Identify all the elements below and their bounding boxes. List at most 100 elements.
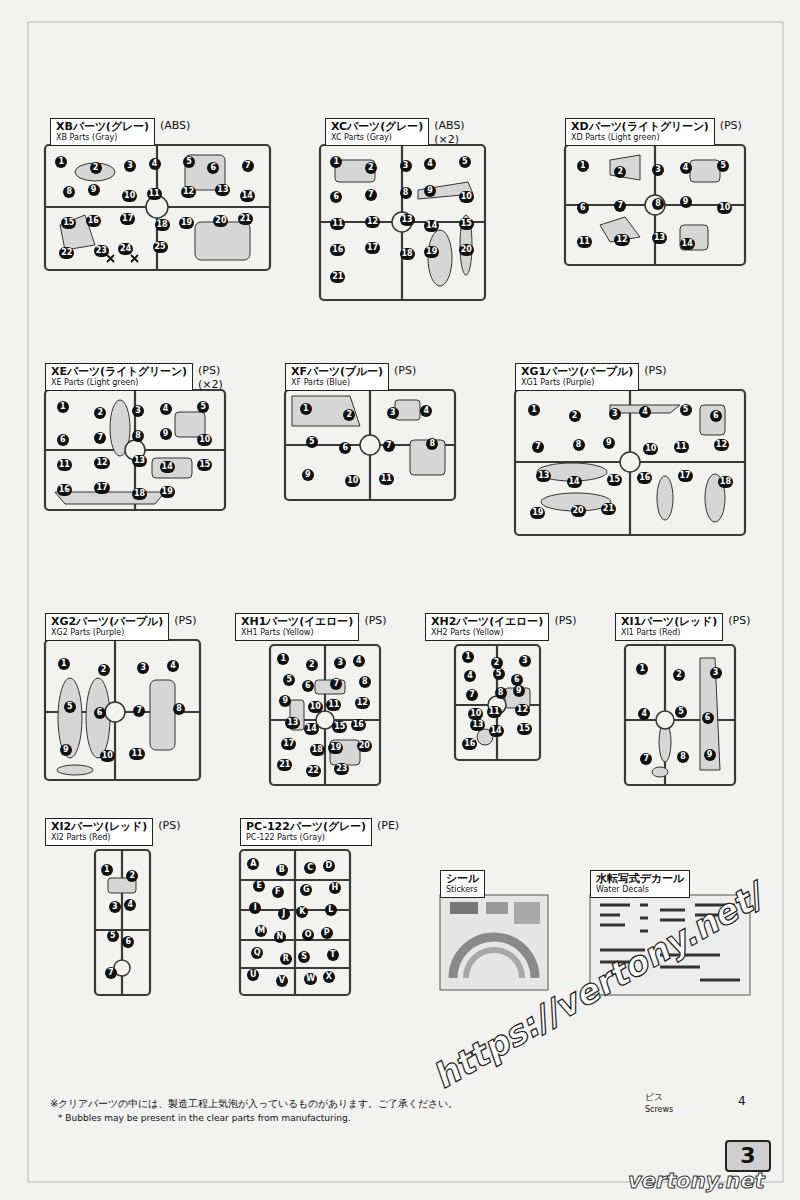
heading-english: XF Parts (Blue)	[291, 378, 383, 388]
part-letter: F	[272, 886, 284, 898]
part-number: 8	[677, 751, 689, 763]
part-number: 15	[332, 721, 347, 733]
part-number: 6	[94, 707, 106, 719]
runner-bar	[45, 640, 200, 780]
part-number: 5	[459, 156, 471, 168]
part-number: 7	[614, 200, 626, 212]
part-number: 5	[107, 930, 119, 942]
runner-tag	[656, 711, 674, 729]
part-number: 6	[511, 674, 523, 686]
part-number: 3	[400, 160, 412, 172]
part-shape	[195, 222, 250, 260]
part-number: 22	[306, 765, 321, 777]
part-number: 6	[710, 410, 722, 422]
part-number: 1	[462, 651, 474, 663]
part-number: 9	[513, 685, 525, 697]
part-number: 12	[515, 704, 530, 716]
part-number: 1	[636, 663, 648, 675]
part-number: 8	[495, 687, 507, 699]
part-number: 2	[673, 669, 685, 681]
site-mark: vertony.net	[628, 1168, 765, 1194]
material-label: (PS)	[174, 614, 196, 627]
part-number: 12	[365, 216, 380, 228]
part-number: 1	[300, 403, 312, 415]
material-label: (PE)	[377, 819, 399, 832]
runner-heading-box: XH2パーツ(イエロー)XH2 Parts (Yellow)	[425, 613, 549, 641]
part-shape	[657, 476, 673, 520]
part-number: 6	[57, 434, 69, 446]
part-number: 1	[57, 401, 69, 413]
part-number: 11	[326, 699, 341, 711]
part-number: 10	[308, 701, 323, 713]
part-number: 5	[306, 436, 318, 448]
runner-bar	[320, 145, 485, 300]
sticker-shape	[466, 950, 522, 978]
part-number: 21	[330, 271, 345, 283]
material-label: (ABS)	[160, 119, 190, 132]
part-number: 10	[717, 202, 732, 214]
part-shape	[690, 160, 720, 182]
part-number: 10	[197, 434, 212, 446]
part-number: 23	[334, 763, 349, 775]
part-number: 5	[717, 160, 729, 172]
part-number: 13	[215, 184, 230, 196]
part-shape	[292, 396, 360, 426]
part-number: 18	[718, 476, 733, 488]
part-number: 7	[94, 432, 106, 444]
part-shape	[75, 163, 115, 181]
part-number: 3	[132, 405, 144, 417]
part-letter: X	[323, 971, 335, 983]
screw-label-english: Screws	[645, 1105, 673, 1115]
part-number: 20	[571, 505, 586, 517]
part-number: 5	[675, 706, 687, 718]
part-number: 2	[98, 664, 110, 676]
heading-english: XH1 Parts (Yellow)	[241, 628, 353, 638]
part-number: 2	[90, 162, 102, 174]
part-number: 6	[577, 202, 589, 214]
part-number: 20	[213, 215, 228, 227]
part-number: 11	[379, 473, 394, 485]
runner-frame	[95, 850, 150, 995]
part-number: 12	[714, 439, 729, 451]
watermark: https://vertony.net/	[428, 874, 771, 1095]
heading-english: XG1 Parts (Purple)	[521, 378, 633, 388]
part-number: 14	[304, 723, 319, 735]
part-number: 24	[118, 243, 133, 255]
part-letter: S	[298, 951, 310, 963]
part-letter: O	[302, 929, 314, 941]
part-number: 12	[355, 697, 370, 709]
material-label: (PS)	[158, 819, 180, 832]
material-label: (PS)	[644, 364, 666, 377]
part-number: 9	[704, 749, 716, 761]
runner-tag	[360, 435, 380, 455]
part-number: 13	[470, 719, 485, 731]
part-shape	[680, 225, 708, 250]
runner-frame	[320, 145, 485, 300]
part-number: 13	[132, 455, 147, 467]
part-number: 5	[493, 668, 505, 680]
part-number: 8	[652, 198, 664, 210]
part-number: 17	[281, 738, 296, 750]
part-number: 1	[277, 653, 289, 665]
part-number: 1	[58, 658, 70, 670]
part-number: 7	[365, 189, 377, 201]
part-number: 15	[459, 218, 474, 230]
sheet-heading-box: 水転写式デカールWater Decals	[590, 870, 690, 898]
part-number: 9	[424, 185, 436, 197]
part-shape	[152, 458, 192, 478]
part-number: 20	[357, 740, 372, 752]
part-number: 4	[149, 158, 161, 170]
runner-heading-box: XEパーツ(ライトグリーン)XE Parts (Light green)	[45, 363, 193, 391]
part-number: 3	[710, 667, 722, 679]
heading-japanese: XCパーツ(グレー)	[331, 120, 423, 133]
runner-bar	[240, 850, 350, 995]
part-number: 10	[643, 443, 658, 455]
part-shape	[57, 765, 93, 775]
part-number: 11	[57, 459, 72, 471]
part-number: 16	[637, 472, 652, 484]
heading-japanese: XG2パーツ(パープル)	[51, 615, 163, 628]
part-number: 22	[59, 247, 74, 259]
part-shape	[55, 492, 165, 504]
footnote-japanese: ※クリアパーツの中には、製造工程上気泡が入っているものがあります。ご了承ください…	[50, 1098, 458, 1110]
part-letter: U	[247, 969, 259, 981]
